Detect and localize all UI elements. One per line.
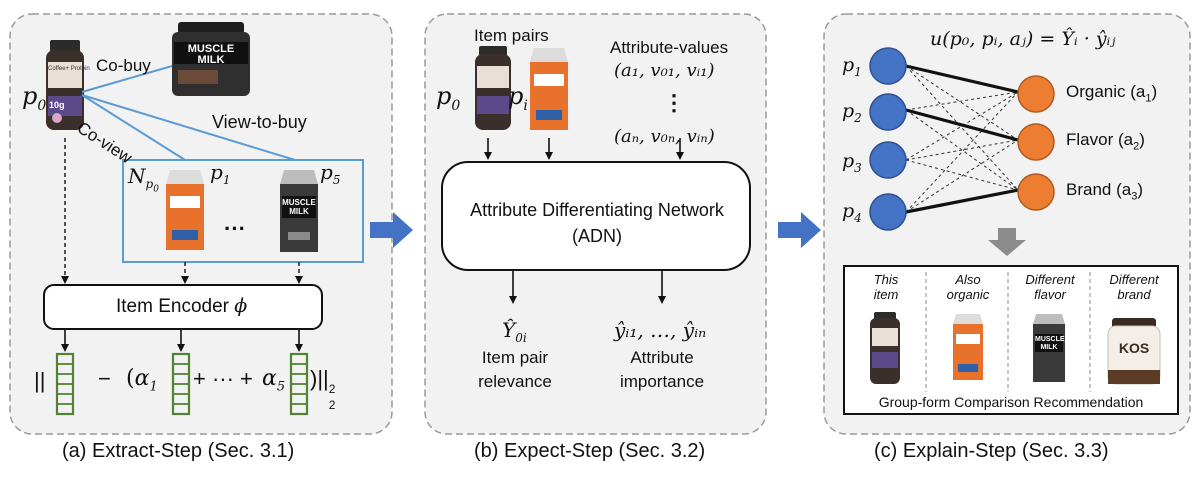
embedding-vector-p1 xyxy=(171,352,191,416)
product-node-p2 xyxy=(869,93,907,131)
p0-bottle-10g: 10g xyxy=(49,100,65,110)
p5-label: p5 xyxy=(320,160,341,187)
product-p1-image xyxy=(166,170,204,250)
attribute-node-organic xyxy=(1017,75,1055,113)
flow-arrow-a-to-b xyxy=(370,212,413,248)
attribute-values-label: Attribute-values xyxy=(610,38,729,57)
product-label-p1: p1 xyxy=(842,54,862,79)
formula-plus: + ··· + xyxy=(193,366,253,391)
rec-thumb-this-item xyxy=(870,312,900,384)
p0-label: p0 xyxy=(22,82,47,114)
co-buy-link xyxy=(81,65,173,93)
relevance-label-line2: relevance xyxy=(478,372,552,391)
importance-label-line1: Attribute xyxy=(630,348,694,367)
product-node-p3 xyxy=(869,141,907,179)
neighbor-ellipsis: ··· xyxy=(224,216,246,241)
co-buy-label: Co-buy xyxy=(96,56,151,75)
caption-b: (b) Expect-Step (Sec. 3.2) xyxy=(474,440,706,462)
attribute-label-brand: Brand (a3) xyxy=(1066,180,1143,203)
item-encoder-label: Item Encoder ϕ xyxy=(116,295,248,317)
p1-label: p1 xyxy=(210,160,231,187)
product-label-p4: p4 xyxy=(842,200,862,225)
muscle-milk-tub-image xyxy=(172,22,250,96)
bipartite-graph xyxy=(869,47,1055,231)
formula-open: || xyxy=(34,368,46,393)
y-hat-attribute-list: ŷᵢ₁, …, ŷᵢₙ xyxy=(614,318,707,342)
embedding-vector-p5 xyxy=(289,352,309,416)
product-node-p4 xyxy=(869,193,907,231)
view-to-buy-link xyxy=(81,94,296,161)
neighbor-set-box xyxy=(122,159,364,263)
caption-a: (a) Extract-Step (Sec. 3.1) xyxy=(62,440,295,462)
p0-bottle-text: Coffee+ Protein xyxy=(48,66,90,72)
relevance-label-line1: Item pair xyxy=(481,348,549,367)
rec-thumb-also-organic xyxy=(953,314,983,380)
utility-formula: u(p₀, pᵢ, aⱼ) = Ŷᵢ · ŷᵢⱼ xyxy=(930,28,1116,50)
flow-arrow-b-to-c xyxy=(778,212,821,248)
adn-box xyxy=(441,161,751,271)
view-to-buy-label: View-to-buy xyxy=(212,112,307,132)
product-node-p1 xyxy=(869,47,907,85)
y-hat-relevance: Ŷ0i xyxy=(502,318,527,345)
kos-logo-text: KOS xyxy=(1118,340,1150,356)
attribute-vdots: ⋮ xyxy=(663,90,685,115)
product-p0-image xyxy=(46,40,84,130)
product-label-p3: p3 xyxy=(842,150,862,175)
attribute-node-flavor xyxy=(1017,123,1055,161)
product-label-p2: p2 xyxy=(842,100,862,125)
group-form-label: Group-form Comparison Recommendation xyxy=(878,394,1144,410)
formula-alpha1: (α1 xyxy=(126,366,158,395)
formula-alpha5: α5 xyxy=(262,366,286,395)
neighbor-set-label: Np0 xyxy=(128,164,159,195)
rec-thumb-different-brand xyxy=(1107,318,1161,385)
product-p0-image-b xyxy=(475,46,511,130)
item-pairs-label: Item pairs xyxy=(474,26,549,45)
item-encoder-box xyxy=(43,284,323,330)
attribute-node-brand xyxy=(1017,173,1055,211)
formula-minus: − xyxy=(98,366,111,391)
adn-label-line1: Attribute Differentiating Network xyxy=(470,200,724,220)
attribute-label-organic: Organic (a1) xyxy=(1066,82,1158,105)
embedding-vector-p0 xyxy=(55,352,75,416)
attribute-label-flavor: Flavor (a2) xyxy=(1066,130,1145,153)
adn-label-line2: (ADN) xyxy=(572,226,622,246)
pi-label: pi xyxy=(508,82,528,114)
caption-c: (c) Explain-Step (Sec. 3.3) xyxy=(874,440,1109,462)
attribute-tuple-1: (a₁, v₀₁, vᵢ₁) xyxy=(614,60,715,81)
co-view-link xyxy=(81,94,186,161)
down-arrow-icon xyxy=(988,228,1026,256)
product-pi-image xyxy=(530,48,568,130)
rec-thumb-different-flavor xyxy=(1033,314,1065,382)
attribute-tuple-n: (aₙ, v₀ₙ, vᵢₙ) xyxy=(614,126,715,147)
importance-label-line2: importance xyxy=(619,372,705,391)
product-p5-image xyxy=(280,170,318,252)
p0-label-b: p0 xyxy=(436,82,461,114)
